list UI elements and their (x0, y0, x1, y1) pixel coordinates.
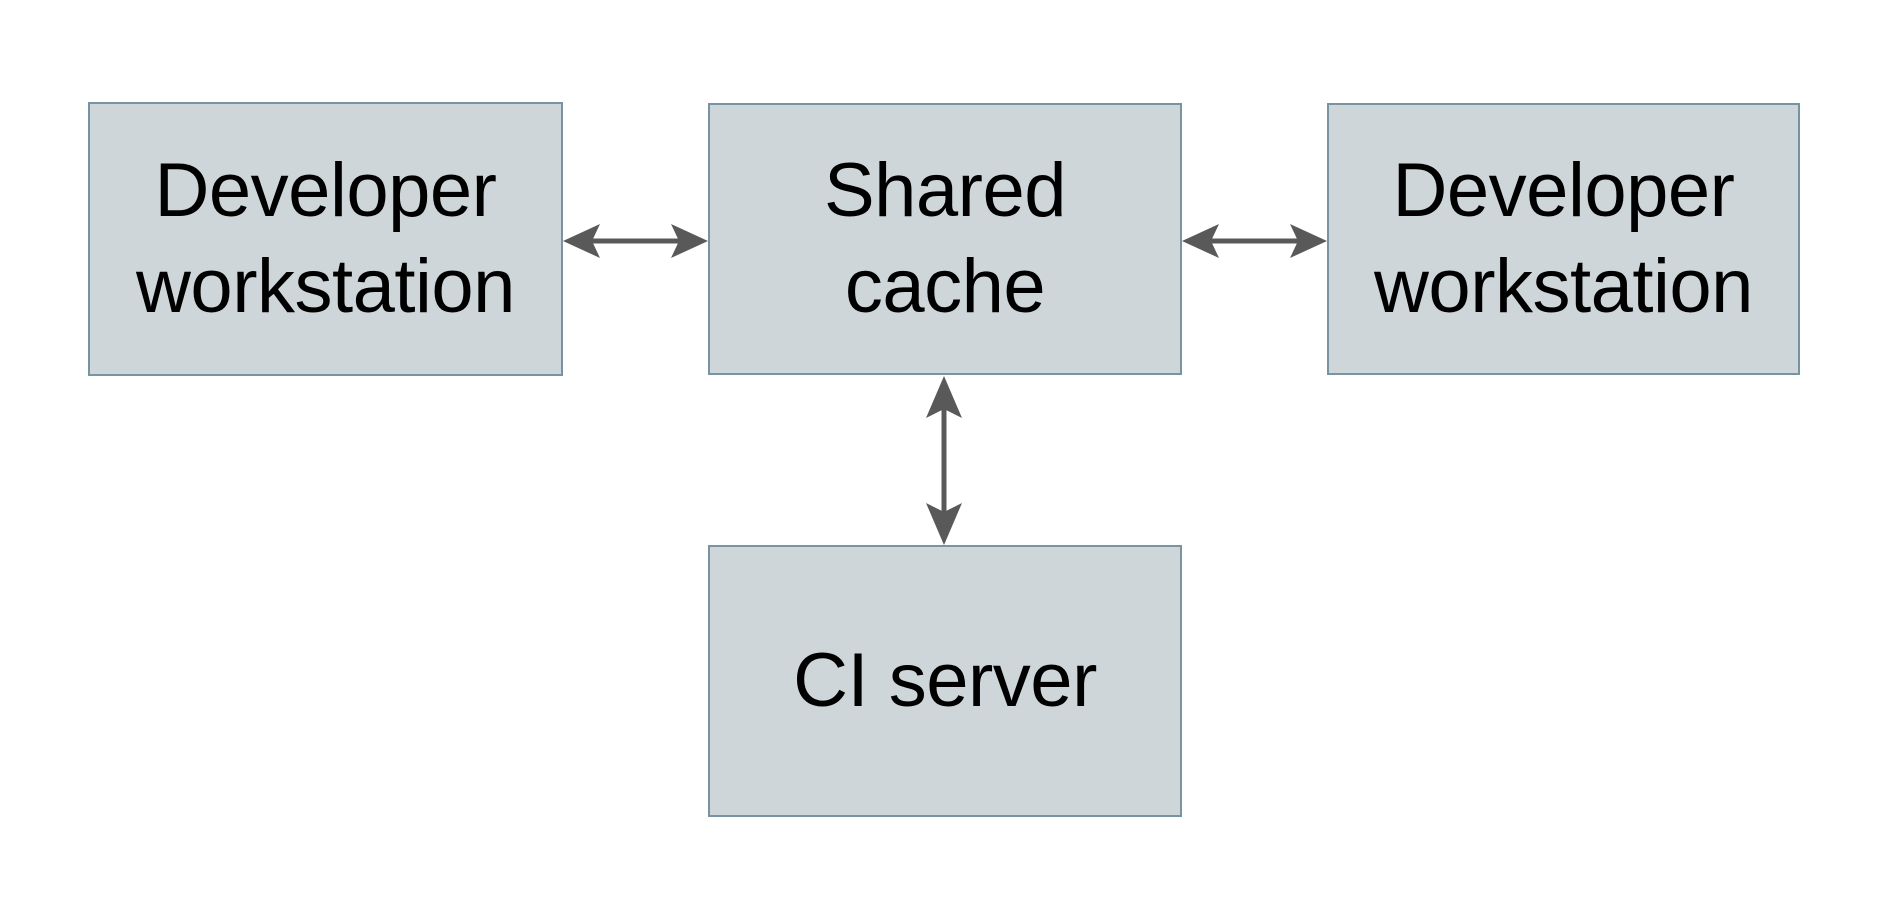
arrow-head-left (1182, 224, 1219, 258)
arrow-head-right (671, 224, 708, 258)
node-label: Developer workstation (1374, 148, 1753, 329)
edge-left-workstation-shared-cache (563, 224, 708, 258)
node-shared-cache[interactable]: Shared cache (708, 103, 1182, 375)
node-label: CI server (793, 638, 1097, 723)
edge-shared-cache-ci-server (926, 376, 962, 545)
arrow-head-down (926, 503, 962, 545)
node-label: Developer workstation (136, 148, 515, 329)
node-developer-workstation-left[interactable]: Developer workstation (88, 102, 563, 376)
node-developer-workstation-right[interactable]: Developer workstation (1327, 103, 1800, 375)
node-ci-server[interactable]: CI server (708, 545, 1182, 817)
node-label: Shared cache (823, 148, 1067, 329)
edge-shared-cache-right-workstation (1182, 224, 1327, 258)
arrow-head-up (926, 376, 962, 418)
arrow-head-left (563, 224, 600, 258)
arrow-head-right (1290, 224, 1327, 258)
